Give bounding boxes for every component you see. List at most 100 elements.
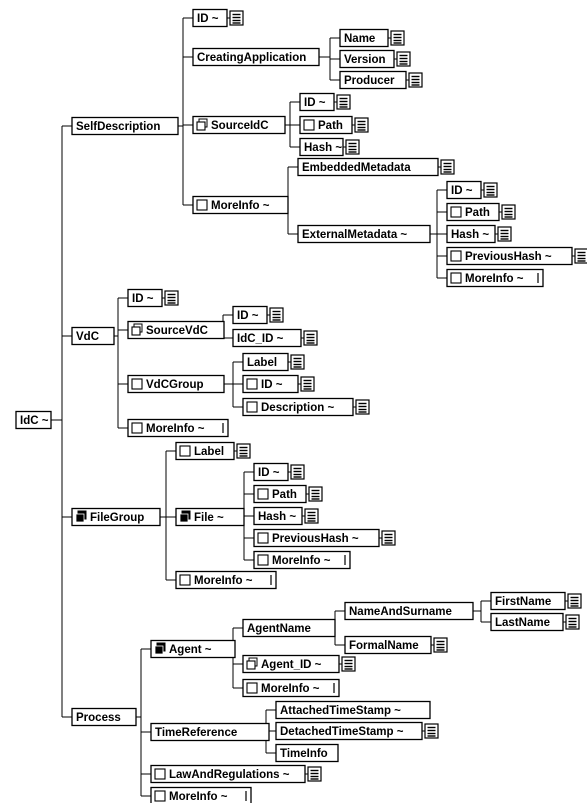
- node-label: IdC_ID ~: [237, 333, 284, 345]
- node-label: EmbeddedMetadata: [302, 162, 411, 174]
- schema-node-sd_moreinfo[interactable]: MoreInfo ~: [192, 195, 289, 215]
- schema-node-vdc[interactable]: VdC: [71, 326, 115, 346]
- node-label: MoreInfo ~: [169, 791, 228, 803]
- schema-node-sd_sourceidc[interactable]: SourceIdC: [192, 115, 286, 135]
- documentation-icon: [290, 464, 305, 480]
- node-label: ID ~: [451, 185, 473, 197]
- documentation-icon: [381, 530, 396, 546]
- node-label: NameAndSurname: [349, 606, 452, 618]
- optional-element-icon: [154, 768, 166, 780]
- schema-node-vdc_id[interactable]: ID ~: [127, 288, 179, 308]
- schema-node-em_id[interactable]: ID ~: [446, 180, 498, 200]
- documentation-icon: [355, 399, 370, 415]
- schema-node-em_prevhash[interactable]: PreviousHash ~: [446, 246, 587, 266]
- documentation-icon: [440, 159, 455, 175]
- schema-node-an_nas[interactable]: NameAndSurname: [344, 601, 474, 621]
- schema-node-sv_id[interactable]: ID ~: [232, 305, 284, 325]
- schema-node-selfdesc[interactable]: SelfDescription: [71, 116, 179, 136]
- schema-node-sd_creatingapp[interactable]: CreatingApplication: [192, 47, 320, 67]
- node-label: LastName: [495, 617, 550, 629]
- schema-node-f_hash[interactable]: Hash ~: [253, 506, 319, 526]
- node-label: FileGroup: [90, 512, 144, 524]
- node-box: [71, 707, 137, 727]
- schema-node-mi_external[interactable]: ExternalMetadata ~: [297, 224, 431, 244]
- schema-node-tr_detached[interactable]: DetachedTimeStamp ~: [275, 721, 439, 741]
- schema-node-em_hash[interactable]: Hash ~: [446, 224, 512, 244]
- schema-node-process[interactable]: Process: [71, 707, 137, 727]
- schema-node-f_path[interactable]: Path: [253, 484, 323, 504]
- node-label: ID ~: [237, 310, 259, 322]
- connector-lines: [51, 17, 491, 797]
- optional-element-icon: [257, 488, 269, 500]
- node-label: IdC ~: [20, 415, 49, 427]
- schema-node-tr_timeinfo[interactable]: TimeInfo: [275, 743, 339, 763]
- schema-node-fg_label[interactable]: Label: [175, 441, 251, 461]
- schema-node-fg_moreinfo[interactable]: MoreInfo ~: [175, 570, 277, 590]
- node-box: [192, 115, 286, 135]
- schema-node-ca_name[interactable]: Name: [339, 28, 405, 48]
- schema-node-filegroup[interactable]: FileGroup: [71, 507, 161, 527]
- schema-node-p_moreinfo[interactable]: MoreInfo ~: [150, 786, 252, 803]
- node-box: [242, 678, 340, 698]
- node-label: Description ~: [261, 402, 334, 414]
- node-label: SourceVdC: [146, 325, 208, 337]
- node-box: [275, 700, 431, 720]
- schema-node-an_formal[interactable]: FormalName: [344, 635, 448, 655]
- schema-node-f_id[interactable]: ID ~: [253, 462, 305, 482]
- schema-node-vg_label[interactable]: Label: [242, 352, 305, 372]
- node-label: Producer: [344, 75, 395, 87]
- schema-node-mi_embedded[interactable]: EmbeddedMetadata: [297, 157, 455, 177]
- node-box: [150, 722, 270, 742]
- node-box: [297, 224, 431, 244]
- optional-element-icon: [246, 378, 258, 390]
- schema-node-tr_attached[interactable]: AttachedTimeStamp ~: [275, 700, 431, 720]
- node-label: Agent ~: [169, 644, 212, 656]
- schema-node-ca_producer[interactable]: Producer: [339, 70, 423, 90]
- schema-node-p_timeref[interactable]: TimeReference: [150, 722, 270, 742]
- node-label: TimeInfo: [280, 748, 328, 760]
- node-label: MoreInfo ~: [272, 555, 331, 567]
- schema-node-si_id[interactable]: ID ~: [299, 92, 351, 112]
- node-box: [71, 116, 179, 136]
- schema-node-em_moreinfo[interactable]: MoreInfo ~: [446, 268, 544, 288]
- schema-node-vg_id[interactable]: ID ~: [242, 374, 315, 394]
- schema-node-fg_file[interactable]: File ~: [175, 507, 245, 527]
- documentation-icon: [408, 72, 423, 88]
- schema-node-vdc_group[interactable]: VdCGroup: [127, 374, 225, 394]
- documentation-icon: [574, 248, 587, 264]
- node-box: [15, 410, 52, 430]
- schema-node-nas_first[interactable]: FirstName: [490, 591, 582, 611]
- node-label: AgentName: [247, 623, 311, 635]
- schema-node-ag_moreinfo[interactable]: MoreInfo ~: [242, 678, 340, 698]
- schema-node-p_agent[interactable]: Agent ~: [150, 639, 236, 659]
- node-box: [127, 374, 225, 394]
- schema-node-si_path[interactable]: Path: [299, 115, 369, 135]
- documentation-icon: [565, 614, 580, 630]
- documentation-icon: [501, 204, 516, 220]
- schema-node-vdc_moreinfo[interactable]: MoreInfo ~: [127, 418, 229, 438]
- schema-node-em_path[interactable]: Path: [446, 202, 516, 222]
- documentation-icon: [307, 766, 322, 782]
- node-box: [192, 195, 289, 215]
- node-label: ID ~: [197, 13, 219, 25]
- schema-node-ag_id[interactable]: Agent_ID ~: [242, 654, 356, 674]
- node-label: ID ~: [261, 379, 283, 391]
- schema-node-ca_version[interactable]: Version: [339, 49, 411, 69]
- schema-node-ag_name[interactable]: AgentName: [242, 618, 336, 638]
- node-box: [71, 507, 161, 527]
- schema-node-sv_idcid[interactable]: IdC_ID ~: [232, 328, 318, 348]
- node-box: [192, 47, 320, 67]
- documentation-icon: [396, 51, 411, 67]
- documentation-icon: [164, 290, 179, 306]
- schema-node-idc[interactable]: IdC ~: [15, 410, 52, 430]
- schema-node-p_law[interactable]: LawAndRegulations ~: [150, 764, 322, 784]
- schema-node-vg_desc[interactable]: Description ~: [242, 397, 370, 417]
- documentation-icon: [345, 139, 360, 155]
- schema-node-f_moreinfo[interactable]: MoreInfo ~: [253, 550, 351, 570]
- node-box: [242, 618, 336, 638]
- schema-node-si_hash[interactable]: Hash ~: [299, 137, 360, 157]
- schema-node-nas_last[interactable]: LastName: [490, 612, 580, 632]
- schema-node-vdc_sourcevdc[interactable]: SourceVdC: [127, 320, 225, 340]
- schema-node-f_prevhash[interactable]: PreviousHash ~: [253, 528, 396, 548]
- schema-node-sd_id[interactable]: ID ~: [192, 8, 244, 28]
